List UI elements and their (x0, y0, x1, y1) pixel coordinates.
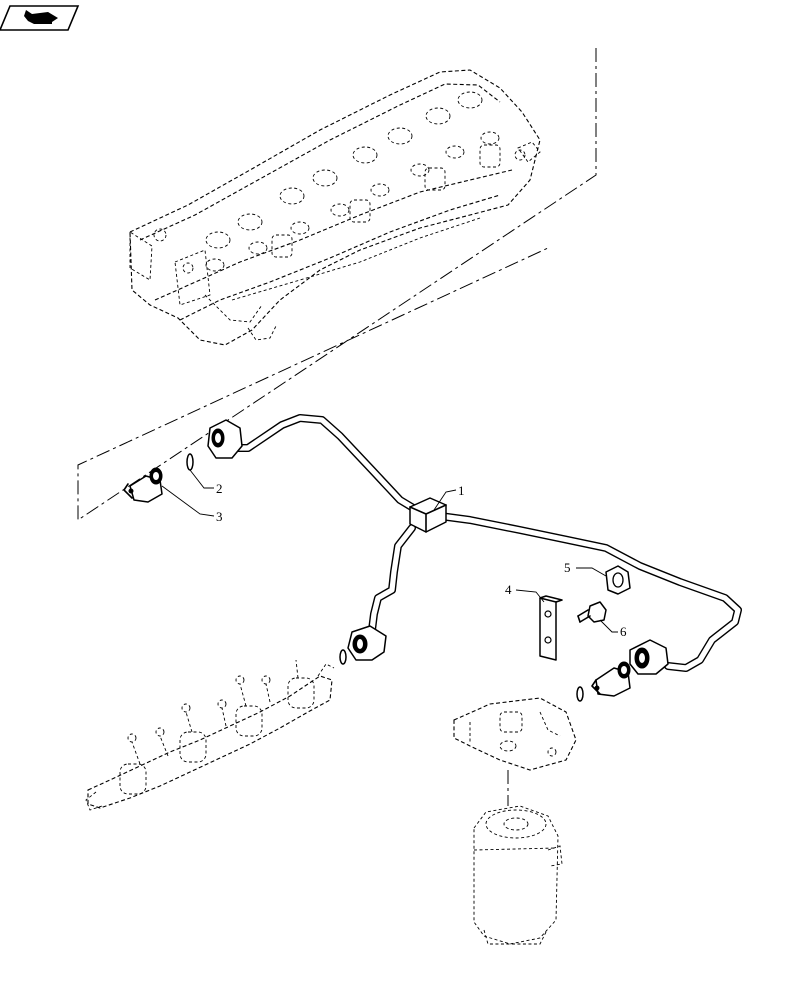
fuel-line-connector-middle (347, 625, 387, 661)
svg-text:4: 4 (505, 582, 512, 597)
svg-text:5: 5 (564, 560, 571, 575)
callout-1: 1 (433, 483, 465, 511)
svg-text:3: 3 (216, 509, 223, 524)
phantom-boundary-line (77, 48, 597, 521)
svg-text:1: 1 (458, 483, 465, 498)
cylinder-head-outline (129, 69, 541, 346)
svg-text:2: 2 (216, 481, 223, 496)
svg-text:6: 6 (620, 624, 627, 639)
callout-4: 4 (505, 582, 545, 603)
callout-2: 2 (189, 469, 223, 496)
pressure-sensor-upper (123, 467, 163, 503)
callout-6: 6 (599, 619, 627, 639)
fuel-line-connector-right (629, 639, 669, 675)
seal-ring-lower (576, 686, 584, 702)
callout-5: 5 (564, 560, 607, 577)
fuel-filter-outline (453, 697, 577, 945)
seal-ring-middle (339, 649, 347, 665)
fuel-rail-outline (85, 659, 335, 811)
pressure-sensor-lower (591, 661, 631, 697)
callout-3: 3 (161, 485, 223, 524)
seal-ring-upper (186, 453, 194, 471)
fuel-line-assembly (226, 414, 742, 672)
line-clip (605, 565, 631, 595)
tee-fitting (409, 497, 447, 533)
mounting-bracket (539, 595, 563, 661)
bolt (577, 601, 607, 623)
return-arrow-icon (24, 10, 58, 24)
fuel-line-connector-upper (207, 419, 243, 459)
back-button[interactable] (0, 5, 80, 31)
